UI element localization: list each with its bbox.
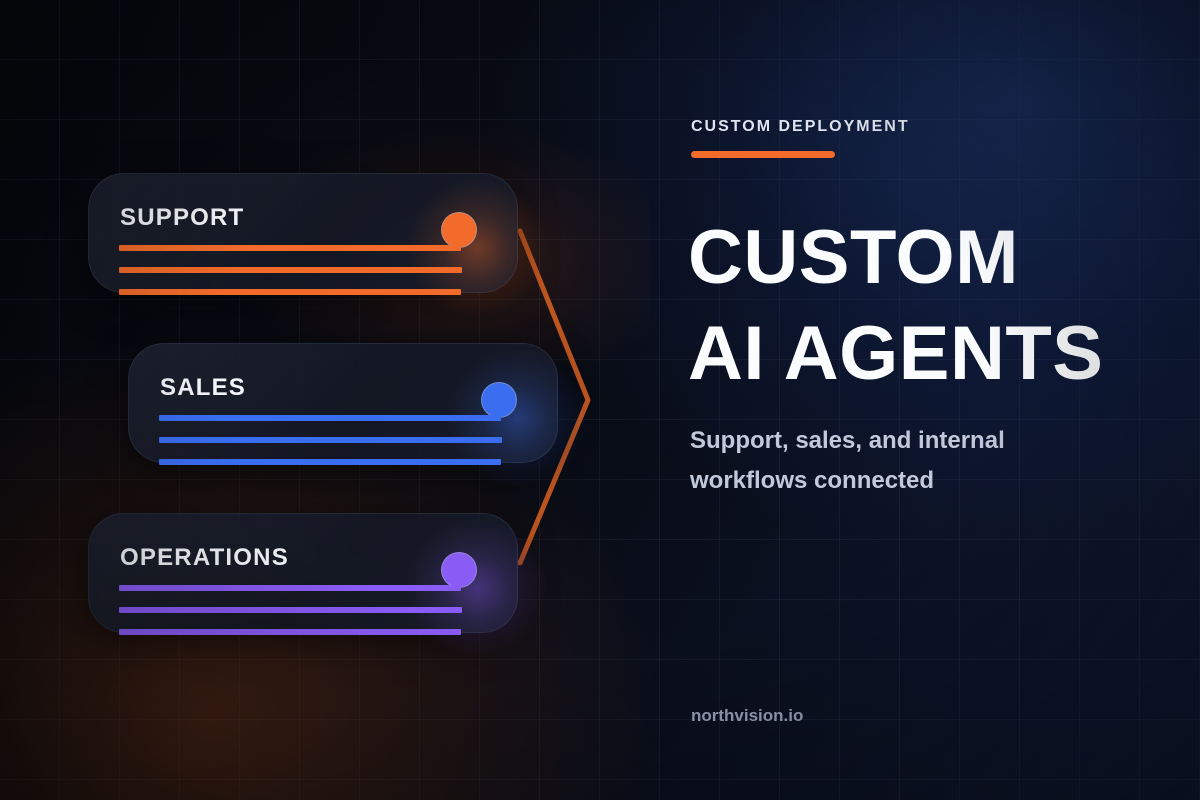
- agent-card-label: SUPPORT: [120, 204, 245, 231]
- headline-line-2: AI AGENTS: [688, 311, 1104, 396]
- headline-line-1: CUSTOM: [688, 215, 1019, 300]
- agent-card-bar: [119, 629, 461, 635]
- status-dot-sales[interactable]: [481, 382, 517, 418]
- agent-card-bar: [119, 267, 462, 273]
- status-dot-operations[interactable]: [441, 552, 477, 588]
- footer-url: northvision.io: [691, 706, 804, 725]
- agent-card-label: OPERATIONS: [120, 544, 289, 571]
- eyebrow-label: CUSTOM DEPLOYMENT: [691, 118, 910, 135]
- agent-card-bar: [119, 607, 462, 613]
- agent-card-bar: [119, 289, 461, 295]
- agent-card-bar: [159, 415, 501, 421]
- agent-card-label: SALES: [160, 374, 247, 401]
- agent-card-bar: [159, 459, 501, 465]
- agent-card-bar: [159, 437, 502, 443]
- agent-card-sales[interactable]: SALES: [128, 343, 558, 463]
- agent-card-bar: [119, 245, 461, 251]
- page-title: CUSTOM AI AGENTS: [688, 210, 1104, 402]
- status-dot-support[interactable]: [441, 212, 477, 248]
- agent-card-bar: [119, 585, 461, 591]
- eyebrow-underline: [691, 151, 835, 158]
- subtitle-line-1: Support, sales, and internal: [690, 427, 1005, 454]
- subtitle-line-2: workflows connected: [690, 467, 935, 494]
- agent-card-support[interactable]: SUPPORT: [88, 173, 518, 293]
- page-subtitle: Support, sales, and internal workflows c…: [690, 421, 1110, 501]
